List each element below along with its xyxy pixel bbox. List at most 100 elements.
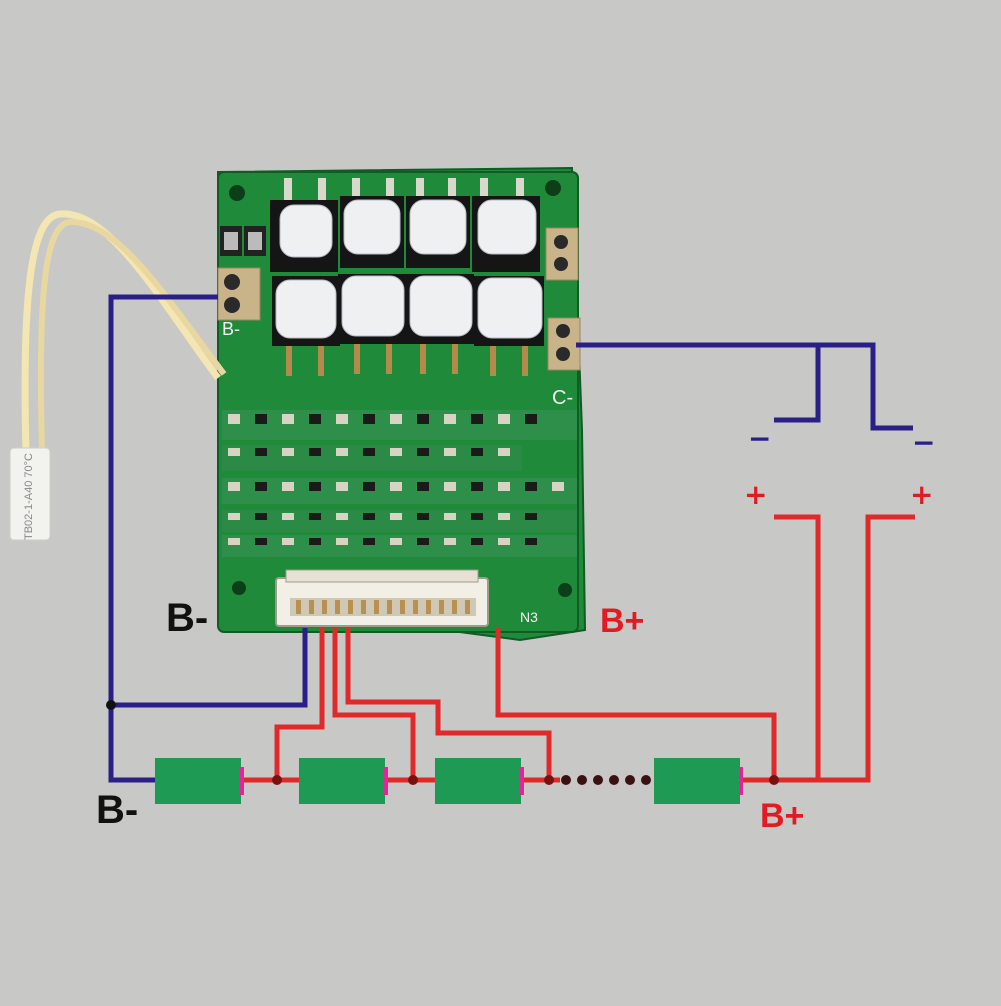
connector-pin	[452, 600, 457, 614]
connector-pin	[426, 600, 431, 614]
charger-minus-sign: −	[912, 426, 936, 459]
smd-part	[390, 513, 402, 520]
junction-dot	[106, 700, 116, 710]
smd-part	[309, 482, 321, 491]
negative-wiring	[108, 294, 913, 783]
connector-pin	[413, 600, 418, 614]
cell-terminal	[520, 767, 524, 795]
smd-part	[363, 482, 375, 491]
smd-part	[282, 513, 294, 520]
b-plus-board-label: B+	[600, 602, 645, 640]
smd-part	[282, 414, 294, 424]
smd-part	[336, 538, 348, 545]
battery-cell	[435, 758, 521, 804]
smd-part	[255, 482, 267, 491]
smd-part	[444, 513, 456, 520]
thermistor-label: TB02-1-A40 70°C	[23, 453, 35, 540]
smd-part	[363, 538, 375, 545]
connector-pin	[296, 600, 301, 614]
connector-pin	[322, 600, 327, 614]
smd-part	[417, 482, 429, 491]
smd-part	[309, 513, 321, 520]
b-minus-board-label: B-	[166, 596, 209, 640]
smd-part	[444, 414, 456, 424]
connector-icon	[275, 569, 489, 627]
load-minus-sign: −	[748, 422, 772, 455]
cell-terminal	[240, 767, 244, 795]
smd-part	[255, 448, 267, 456]
battery-cell	[155, 758, 241, 804]
connector-pin	[374, 600, 379, 614]
smd-part	[228, 513, 240, 520]
smd-part	[444, 482, 456, 491]
smd-part	[336, 513, 348, 520]
connector-pin	[400, 600, 405, 614]
b-minus-terminal	[217, 267, 261, 321]
more-cells-ellipsis	[561, 775, 651, 785]
battery-cell	[654, 758, 740, 804]
smd-part	[417, 538, 429, 545]
mounting-hole	[558, 583, 572, 597]
smd-part	[282, 448, 294, 456]
smd-part	[498, 513, 510, 520]
b-plus-pack-label: B+	[760, 797, 805, 835]
battery-cells	[155, 758, 743, 804]
cell-terminal	[384, 767, 388, 795]
connector-pin	[465, 600, 470, 614]
smd-part	[336, 414, 348, 424]
connector-tag: N3	[520, 609, 538, 625]
smd-part	[525, 482, 537, 491]
smd-part	[471, 513, 483, 520]
temperature-sensor: TB02-1-A40 70°C	[9, 210, 227, 541]
smd-part	[498, 538, 510, 545]
smd-part	[417, 513, 429, 520]
smd-part	[363, 448, 375, 456]
load-plus-sign: +	[744, 478, 768, 511]
smd-part	[525, 513, 537, 520]
smd-part	[552, 482, 564, 491]
smd-part	[390, 538, 402, 545]
smd-part	[498, 414, 510, 424]
connector-pin	[335, 600, 340, 614]
smd-part	[444, 448, 456, 456]
smd-part	[417, 414, 429, 424]
thermistor-icon	[9, 447, 51, 541]
smd-part	[525, 414, 537, 424]
mosfet-legs	[286, 344, 528, 376]
smd-part	[525, 538, 537, 545]
mosfet-tab-pads	[284, 178, 524, 200]
charger-plus-sign: +	[910, 478, 934, 511]
b-minus-pack-label: B-	[96, 788, 139, 832]
connector-pin	[348, 600, 353, 614]
mounting-hole	[545, 180, 561, 196]
smd-part	[228, 538, 240, 545]
smd-part	[228, 482, 240, 491]
smd-part	[255, 513, 267, 520]
connector-pin	[439, 600, 444, 614]
smd-part	[282, 482, 294, 491]
smd-part	[471, 482, 483, 491]
smd-parts	[228, 414, 564, 545]
smd-part	[390, 482, 402, 491]
smd-part	[498, 482, 510, 491]
board-b-minus-silkscreen: B-	[222, 319, 240, 339]
connector-pin	[387, 600, 392, 614]
smd-part	[471, 538, 483, 545]
smd-part	[309, 414, 321, 424]
smd-part	[471, 448, 483, 456]
cell-junctions	[272, 775, 779, 785]
smd-part	[255, 414, 267, 424]
connector-pin	[361, 600, 366, 614]
bms-board: B- C-	[217, 166, 587, 642]
board-c-minus-silkscreen: C-	[552, 387, 573, 409]
smd-part	[282, 538, 294, 545]
smd-part	[390, 448, 402, 456]
smd-part	[363, 513, 375, 520]
smd-part	[309, 448, 321, 456]
battery-cell	[299, 758, 385, 804]
smd-part	[336, 448, 348, 456]
connector-pin	[309, 600, 314, 614]
smd-part	[417, 448, 429, 456]
